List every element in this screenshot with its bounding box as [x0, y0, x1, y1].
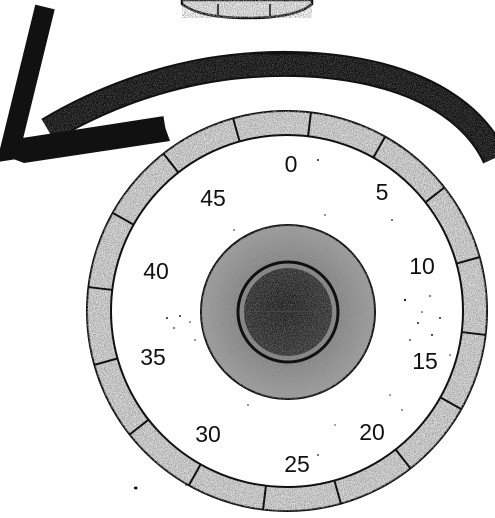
dial-number: 35 [140, 344, 166, 370]
combination-dial[interactable]: 0 5 10 15 20 25 30 35 40 45 [87, 111, 487, 511]
dial-number: 20 [359, 419, 385, 445]
dial-number: 10 [409, 253, 435, 279]
dial-number: 15 [412, 348, 438, 374]
top-partial-knob [182, 0, 312, 18]
dial-number: 40 [143, 258, 169, 284]
dial-number: 5 [376, 179, 389, 205]
dial-number: 0 [285, 151, 298, 177]
stray-mark [135, 487, 138, 490]
dial-number: 45 [200, 185, 226, 211]
dial-number: 25 [284, 451, 310, 477]
dial-number: 30 [195, 421, 221, 447]
